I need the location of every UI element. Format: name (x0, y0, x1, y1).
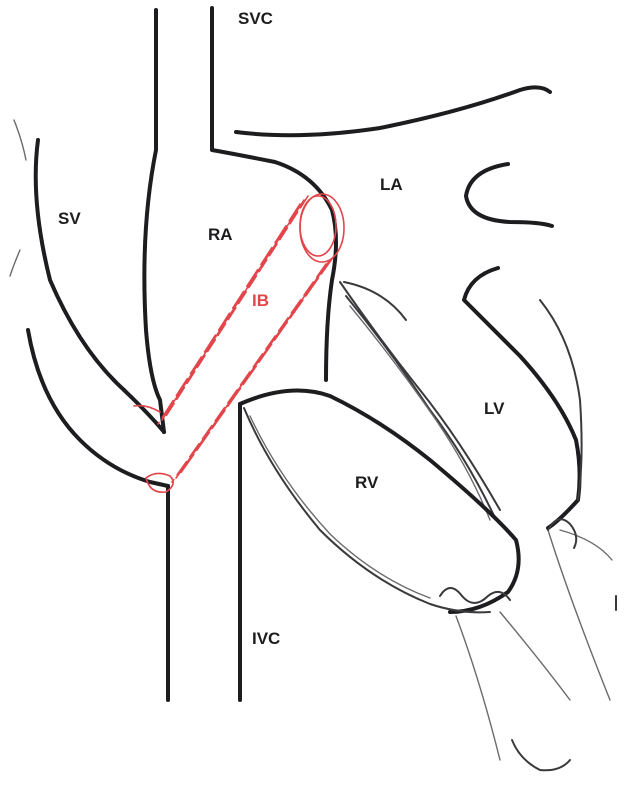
rv-lower-wall (250, 416, 430, 598)
label-la: LA (380, 175, 403, 194)
lv-wall-right (540, 300, 582, 500)
svc-left-wall (144, 10, 164, 432)
label-lv: LV (484, 399, 505, 418)
outflow-vessel (456, 616, 500, 760)
sv-sketch (14, 120, 26, 160)
pulmonary-vein (466, 164, 552, 226)
outflow-vessel (560, 530, 612, 560)
la-roof (236, 87, 550, 135)
lower-curl (512, 740, 570, 770)
outflow-vessel (500, 612, 570, 700)
label-ra: RA (208, 225, 233, 244)
label-svc: SVC (238, 9, 273, 28)
label-rv: RV (355, 473, 379, 492)
sv-sketch (10, 250, 20, 276)
label-ivc: IVC (252, 629, 280, 648)
label-ib: IB (252, 291, 269, 310)
label-sv: SV (58, 209, 81, 228)
rv-lower-wall (244, 408, 490, 612)
outflow-vessel (548, 530, 610, 700)
